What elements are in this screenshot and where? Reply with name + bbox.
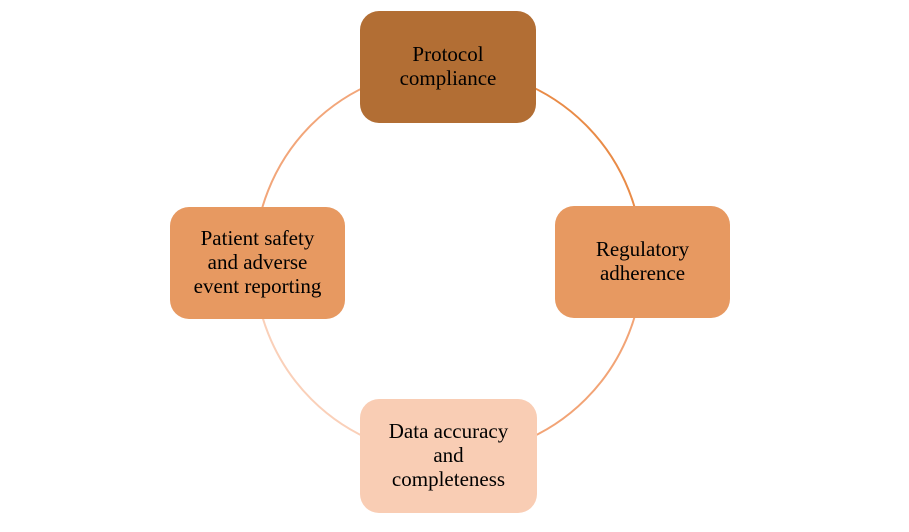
node-regulatory-adherence-label: Regulatory adherence [595,237,690,285]
node-protocol-compliance-label: Protocol compliance [399,42,497,90]
node-regulatory-adherence: Regulatory adherence [555,206,730,318]
node-data-accuracy-and-completeness: Data accuracy and completeness [360,399,537,513]
node-patient-safety-and-adverse-event-reporting-label: Patient safety and adverse event reporti… [193,226,322,298]
node-protocol-compliance: Protocol compliance [360,11,536,123]
node-patient-safety-and-adverse-event-reporting: Patient safety and adverse event reporti… [170,207,345,319]
node-data-accuracy-and-completeness-label: Data accuracy and completeness [388,419,509,491]
